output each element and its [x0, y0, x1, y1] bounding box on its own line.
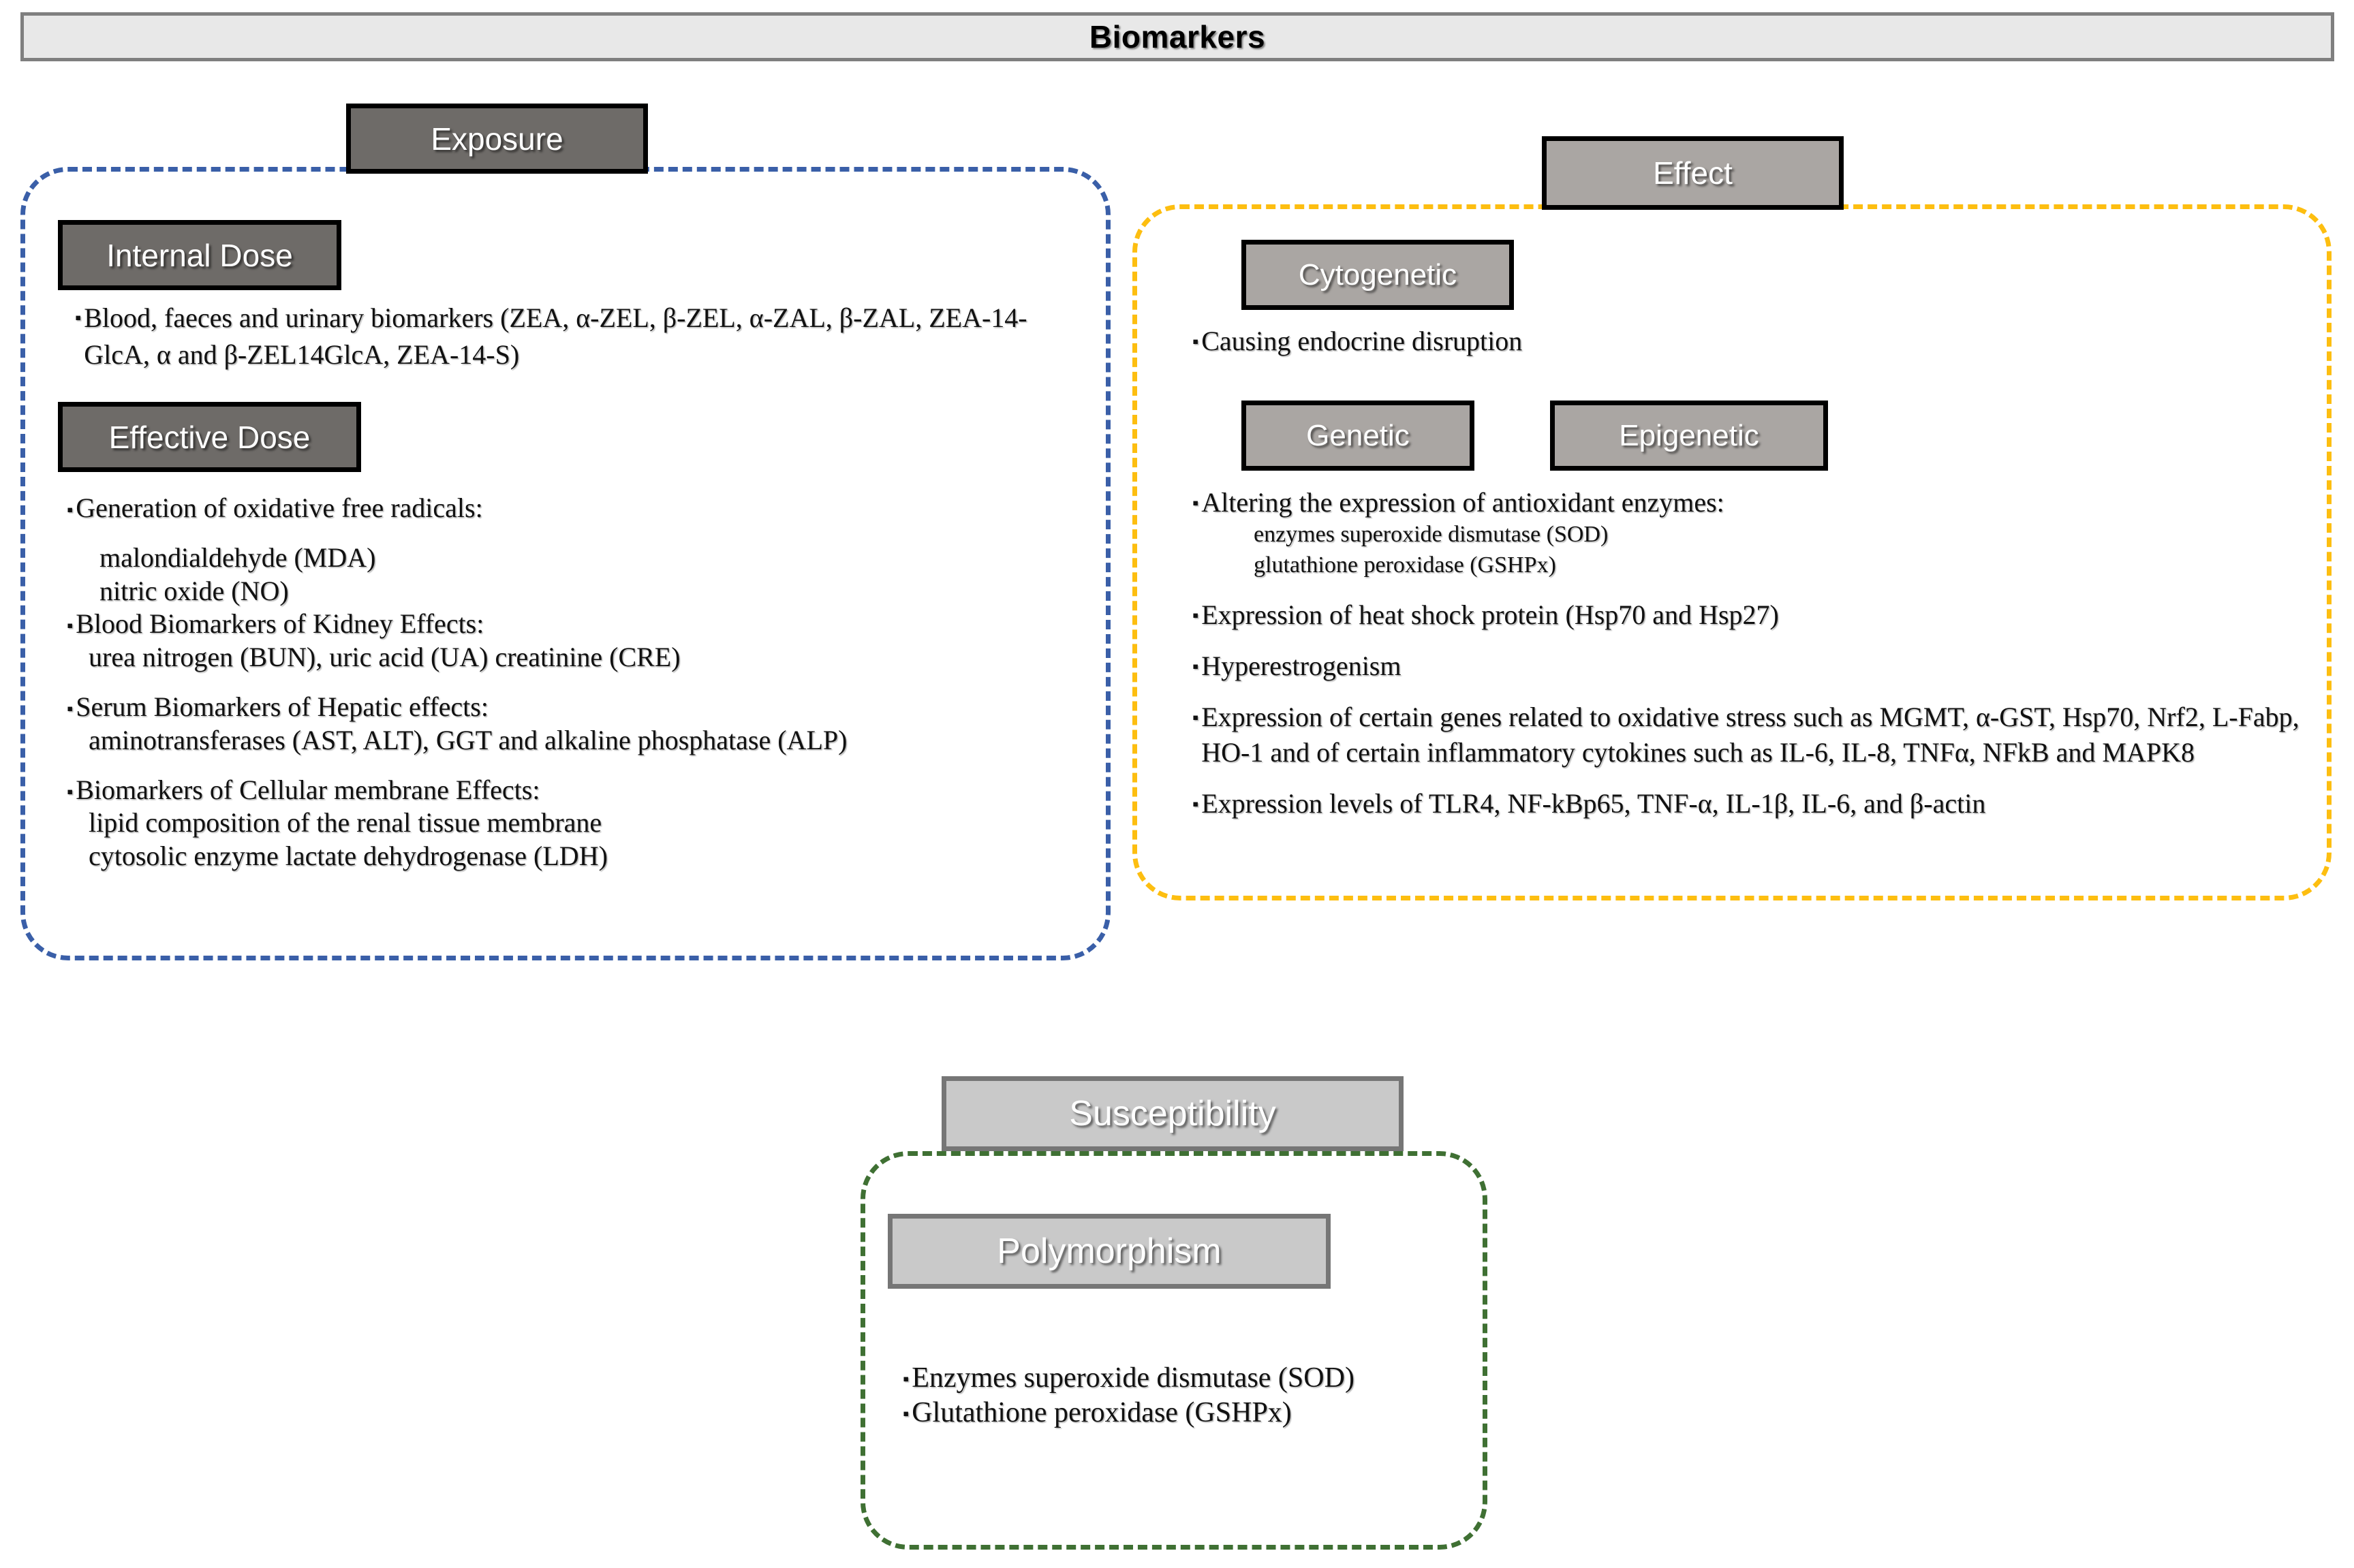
spacer [67, 674, 1089, 691]
bullet-icon: ▪ [1192, 332, 1199, 351]
page-title: Biomarkers [1089, 19, 1266, 54]
sub-item-text: lipid composition of the renal tissue me… [89, 807, 602, 838]
list-item-text: Enzymes superoxide dismutase (SOD) [912, 1362, 1354, 1394]
chip-polymorphism-label: Polymorphism [997, 1232, 1222, 1271]
chip-cytogenetic[interactable]: Cytogenetic [1241, 240, 1514, 310]
sub-item-text: cytosolic enzyme lactate dehydrogenase (… [89, 841, 608, 872]
list-item: ▪ Causing endocrine disruption [1192, 324, 2282, 359]
spacer [1192, 581, 2310, 597]
bullet-icon: ▪ [1192, 493, 1199, 513]
bullet-icon: ▪ [1192, 605, 1199, 625]
sub-item-text: enzymes superoxide dismutase (SOD) [1254, 522, 1609, 548]
list-item-text: Glutathione peroxidase (GSHPx) [912, 1397, 1292, 1429]
chip-susceptibility[interactable]: Susceptibility [942, 1076, 1404, 1151]
chip-internal-dose-label: Internal Dose [106, 237, 293, 273]
list-item-text: Hyperestrogenism [1201, 650, 1401, 682]
chip-genetic[interactable]: Genetic [1241, 401, 1474, 471]
chip-exposure-label: Exposure [431, 121, 563, 157]
list-item-text: Blood, faeces and urinary biomarkers (ZE… [84, 302, 1027, 371]
bullet-icon: ▪ [1192, 657, 1199, 677]
sub-item-text: aminotransferases (AST, ALT), GGT and al… [89, 724, 848, 755]
chip-susceptibility-label: Susceptibility [1069, 1094, 1276, 1133]
list-item: ▪ Expression of heat shock protein (Hsp7… [1192, 597, 2310, 632]
list-item-text: Expression of certain genes related to o… [1201, 702, 2299, 768]
list-item-text: Expression of heat shock protein (Hsp70 … [1201, 599, 1779, 630]
spacer [67, 757, 1089, 774]
list-item-text: Biomarkers of Cellular membrane Effects: [76, 774, 540, 805]
bullet-icon: ▪ [903, 1369, 910, 1389]
list-item-text: Expression levels of TLR4, NF-kBp65, TNF… [1201, 787, 1986, 819]
bullet-icon: ▪ [1192, 794, 1199, 814]
bullet-icon: ▪ [67, 500, 74, 520]
spacer [1192, 770, 2310, 786]
list-item: ▪ Expression levels of TLR4, NF-kBp65, T… [1192, 786, 2310, 821]
list-item-text: Altering the expression of antioxidant e… [1201, 487, 1724, 518]
chip-genetic-label: Genetic [1306, 418, 1410, 452]
chip-polymorphism[interactable]: Polymorphism [888, 1214, 1331, 1289]
list-item-text: Causing endocrine disruption [1201, 326, 1523, 356]
bullet-icon: ▪ [1192, 708, 1199, 728]
chip-effect-label: Effect [1653, 155, 1733, 191]
list-item: ▪ Biomarkers of Cellular membrane Effect… [67, 774, 1089, 807]
bullet-icon: ▪ [67, 698, 74, 719]
list-item: ▪ Glutathione peroxidase (GSHPx) [903, 1396, 1489, 1430]
chip-internal-dose[interactable]: Internal Dose [58, 220, 341, 290]
biomarkers-banner: Biomarkers [20, 12, 2334, 61]
chip-epigenetic-label: Epigenetic [1619, 418, 1759, 452]
list-item: ▪ Expression of certain genes related to… [1192, 700, 2310, 769]
chip-exposure[interactable]: Exposure [346, 104, 648, 174]
bullet-icon: ▪ [903, 1404, 910, 1424]
sub-item-text: urea nitrogen (BUN), uric acid (UA) crea… [89, 642, 681, 673]
sub-item-text: malondialdehyde (MDA) [99, 542, 376, 573]
chip-cytogenetic-label: Cytogenetic [1298, 257, 1457, 292]
chip-effect[interactable]: Effect [1542, 136, 1844, 210]
genetic-epigenetic-content: ▪ Altering the expression of antioxidant… [1192, 485, 2310, 821]
effective-dose-content: ▪ Generation of oxidative free radicals:… [67, 492, 1089, 873]
bullet-icon: ▪ [67, 616, 74, 636]
list-item: ▪ Generation of oxidative free radicals: [67, 492, 1089, 525]
internal-dose-content: ▪ Blood, faeces and urinary biomarkers (… [75, 300, 1042, 374]
spacer [67, 525, 1089, 542]
chip-epigenetic[interactable]: Epigenetic [1550, 401, 1828, 471]
spacer [1192, 683, 2310, 700]
list-item-text: Blood Biomarkers of Kidney Effects: [76, 608, 484, 640]
sub-item-text: glutathione peroxidase (GSHPx) [1254, 552, 1556, 578]
list-item-text: Generation of oxidative free radicals: [76, 492, 483, 523]
list-item-text: Serum Biomarkers of Hepatic effects: [76, 691, 489, 722]
sub-item-text: nitric oxide (NO) [99, 575, 289, 606]
polymorphism-content: ▪ Enzymes superoxide dismutase (SOD) ▪ G… [903, 1361, 1489, 1430]
cytogenetic-content: ▪ Causing endocrine disruption [1192, 324, 2282, 359]
bullet-icon: ▪ [67, 781, 74, 802]
spacer [1192, 632, 2310, 648]
susceptibility-panel [861, 1151, 1487, 1550]
bullet-icon: ▪ [75, 308, 82, 328]
list-item: ▪ Altering the expression of antioxidant… [1192, 485, 2310, 520]
list-item: ▪ Blood Biomarkers of Kidney Effects: [67, 608, 1089, 641]
chip-effective-dose[interactable]: Effective Dose [58, 402, 361, 472]
list-item: ▪ Hyperestrogenism [1192, 648, 2310, 683]
chip-effective-dose-label: Effective Dose [108, 419, 311, 455]
list-item: ▪ Serum Biomarkers of Hepatic effects: [67, 691, 1089, 724]
list-item: ▪ Enzymes superoxide dismutase (SOD) [903, 1361, 1489, 1396]
list-item: ▪ Blood, faeces and urinary biomarkers (… [75, 300, 1042, 374]
